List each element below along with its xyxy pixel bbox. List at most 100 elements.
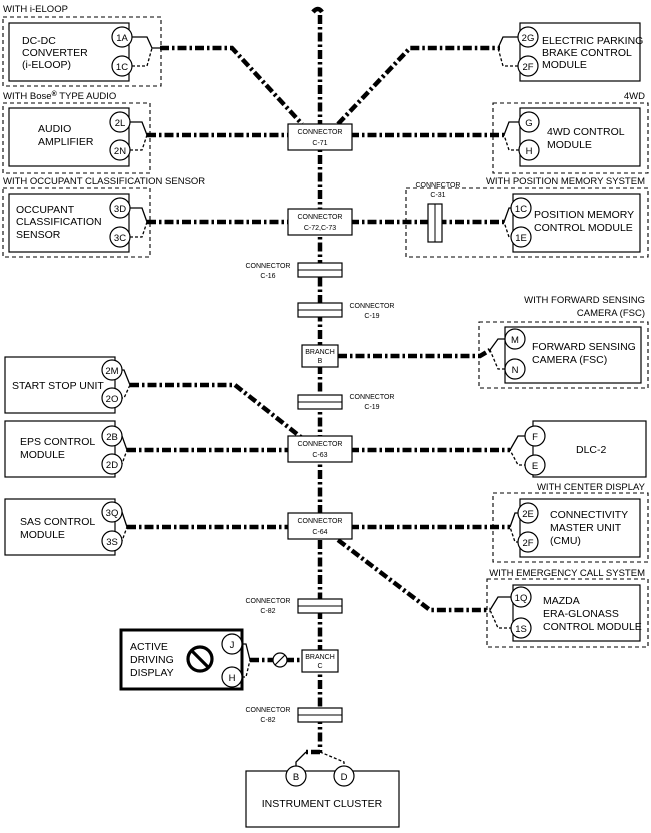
prohibition-icon — [186, 645, 214, 673]
module-era-name-1: MAZDA — [543, 595, 580, 607]
branch-c-id: C — [317, 663, 322, 670]
label-with-pos-mem: WITH POSITION MEMORY SYSTEM — [486, 176, 645, 187]
branch-c — [301, 649, 339, 673]
pin-ocs-3d: 3D — [114, 204, 126, 215]
module-dlc2 — [532, 420, 647, 478]
module-eps — [4, 420, 116, 478]
module-start-stop-name: START STOP UNIT — [12, 380, 104, 392]
module-ocs-name-2: CLASSIFICATION — [16, 216, 102, 228]
pin-circles — [101, 26, 546, 787]
connector-c72-label: CONNECTOR — [298, 214, 343, 221]
label-4wd: 4WD — [624, 91, 645, 102]
module-audio-name-2: AMPLIFIER — [38, 136, 94, 148]
module-fsc — [504, 326, 642, 384]
pin-sas-3s: 3S — [106, 537, 118, 548]
frame-emergency — [486, 578, 649, 648]
frame-fsc — [478, 321, 649, 389]
connector-c16-label: CONNECTOR — [246, 263, 291, 270]
pin-audio-2l: 2L — [115, 118, 126, 129]
module-era-glonass — [512, 584, 641, 642]
frame-center-display — [492, 492, 649, 563]
connector-c71-label: CONNECTOR — [298, 129, 343, 136]
module-dcdc-name-1: DC-DC — [22, 35, 56, 47]
module-era-name-2: ERA-GLONASS — [543, 608, 619, 620]
frame-ieloop — [2, 16, 162, 87]
connector-c31-label: CONNECTOR — [416, 182, 461, 189]
connector-c72-c73 — [287, 208, 353, 236]
pin-sas-3q: 3Q — [106, 508, 119, 519]
connector-c16-id: C-16 — [260, 273, 275, 280]
module-cmu-name-2: MASTER UNIT — [550, 522, 622, 534]
frame-pos-mem — [405, 187, 649, 258]
module-4wd-name-2: MODULE — [547, 139, 592, 151]
connector-c72-id: C-72,C-73 — [304, 225, 336, 232]
connector-c71 — [287, 123, 353, 151]
connector-c64-id: C-64 — [312, 529, 327, 536]
module-position-memory — [512, 193, 641, 253]
label-with-center-display: WITH CENTER DISPLAY — [537, 482, 646, 493]
module-dcdc-converter — [8, 22, 130, 82]
shield-circle-icon — [272, 652, 288, 668]
connector-c82b-id: C-82 — [260, 717, 275, 724]
pin-dcdc-1a: 1A — [116, 33, 128, 44]
module-posmem-name-1: POSITION MEMORY — [534, 209, 634, 221]
label-with-ocs: WITH OCCUPANT CLASSIFICATION SENSOR — [3, 176, 205, 187]
frame-ocs — [2, 187, 151, 258]
pin-posmem-1e: 1E — [515, 233, 527, 244]
pin-epb-2g: 2G — [522, 33, 535, 44]
module-audio-name-1: AUDIO — [38, 123, 71, 135]
pin-era-1s: 1S — [515, 624, 527, 635]
bus-branch-epb — [336, 45, 500, 126]
pin-ocs-3c: 3C — [114, 233, 126, 244]
module-dcdc-name-3: (i-ELOOP) — [22, 59, 71, 71]
module-ocs-name-1: OCCUPANT — [16, 204, 75, 216]
module-epb — [519, 22, 641, 82]
connector-c19b-id: C-19 — [364, 404, 379, 411]
module-start-stop — [4, 356, 116, 414]
module-ocs-name-3: SENSOR — [16, 229, 61, 241]
module-dcdc-name-2: CONVERTER — [22, 47, 88, 59]
bus-branch-start-stop — [130, 382, 304, 440]
label-with-fsc-2: CAMERA (FSC) — [577, 308, 645, 319]
module-epb-name-3: MODULE — [542, 59, 587, 71]
bus-continuation-mark — [311, 6, 324, 14]
module-cmu — [519, 498, 641, 558]
pin-4wd-g: G — [525, 118, 532, 129]
pin-fsc-m: M — [511, 335, 519, 346]
pin-cluster-d: D — [341, 772, 348, 783]
frame-4wd — [492, 102, 649, 174]
connector-c19a-id: C-19 — [364, 313, 379, 320]
bus-branch-dcdc — [160, 45, 304, 126]
pin-cmu-2e: 2E — [522, 509, 534, 520]
label-with-bose: WITH Bose® TYPE AUDIO — [3, 90, 116, 103]
connector-c63-id: C-63 — [312, 452, 327, 459]
module-sas-name-1: SAS CONTROL — [20, 516, 95, 528]
module-posmem-name-2: CONTROL MODULE — [534, 222, 633, 234]
module-add-name-3: DISPLAY — [130, 667, 174, 679]
connector-c82b-label: CONNECTOR — [246, 707, 291, 714]
module-epb-name-1: ELECTRIC PARKING — [542, 35, 643, 47]
module-sas-name-2: MODULE — [20, 529, 65, 541]
pin-cmu-2f: 2F — [522, 538, 533, 549]
module-add-name-1: ACTIVE — [130, 641, 168, 653]
pin-dcdc-1c: 1C — [116, 62, 128, 73]
pin-epb-2f: 2F — [522, 62, 533, 73]
pin-posmem-1c: 1C — [515, 204, 527, 215]
connector-c64-label: CONNECTOR — [298, 518, 343, 525]
pin-labels: 1A 1C 2G 2F 2L 2N G H 3D 3C 1C 1E M N 2M… — [105, 33, 538, 783]
module-sas — [4, 498, 116, 556]
module-dlc-name: DLC-2 — [576, 444, 607, 456]
module-era-name-3: CONTROL MODULE — [543, 621, 642, 633]
label-with-emergency: WITH EMERGENCY CALL SYSTEM — [489, 568, 645, 579]
module-fsc-name-2: CAMERA (FSC) — [532, 354, 607, 366]
module-cmu-name-1: CONNECTIVITY — [550, 509, 628, 521]
branch-b-id: B — [318, 358, 323, 365]
pin-eps-2d: 2D — [106, 460, 118, 471]
connector-c63-label: CONNECTOR — [298, 441, 343, 448]
branch-b-label: BRANCH — [305, 349, 335, 356]
branch-b — [301, 344, 339, 368]
frame-bose — [2, 102, 151, 174]
module-4wd — [519, 107, 641, 167]
module-ocs — [8, 193, 130, 253]
pin-ss-2o: 2O — [106, 394, 119, 405]
